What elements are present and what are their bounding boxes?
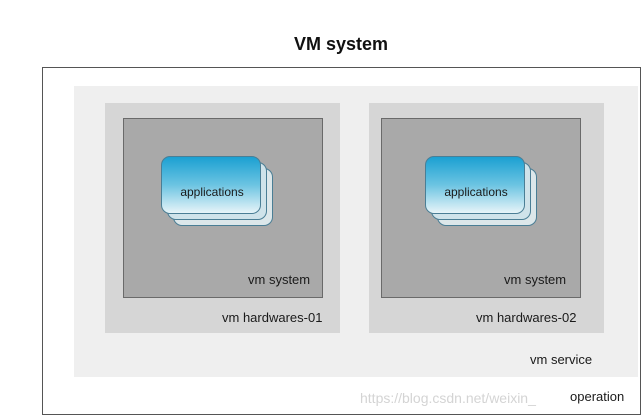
vm-hardware-label-01: vm hardwares-01 (222, 310, 323, 325)
applications-stack-02: applications (425, 156, 537, 228)
vm-service-label: vm service (530, 352, 593, 367)
vm-system-box-02 (381, 118, 581, 298)
application-card-front: applications (425, 156, 525, 214)
vm-system-label-02: vm system (504, 272, 567, 287)
applications-stack-01: applications (161, 156, 273, 228)
application-card-front: applications (161, 156, 261, 214)
operation-label: operation (570, 389, 625, 404)
watermark-text: https://blog.csdn.net/weixin_ (360, 390, 536, 406)
diagram-title: VM system (293, 34, 389, 54)
vm-system-label-01: vm system (248, 272, 311, 287)
applications-label: applications (444, 185, 508, 199)
applications-label: applications (180, 185, 244, 199)
vm-hardware-label-02: vm hardwares-02 (476, 310, 577, 325)
